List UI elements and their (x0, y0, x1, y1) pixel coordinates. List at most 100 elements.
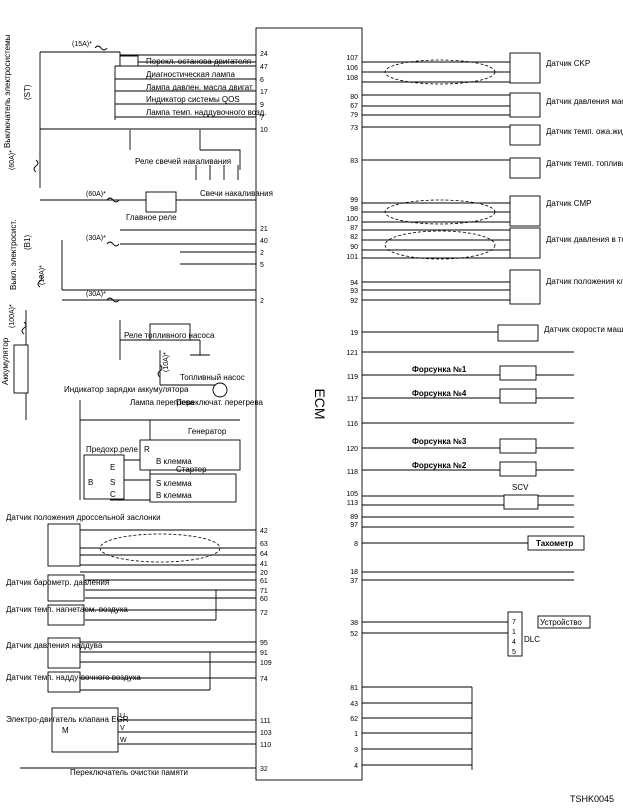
fuel-pump-motor-icon (212, 382, 228, 398)
ecm-right-pin: 62 (350, 716, 358, 723)
throttle-sensor-box (47, 523, 81, 567)
ecm-right-pin: 100 (346, 216, 358, 223)
ecm-left-pin: 2 (260, 250, 264, 257)
label-fuel-temp: Датчик темп. топлива (546, 159, 623, 168)
ecm-right-pin: 90 (350, 244, 358, 251)
ecm-left-pin: 47 (260, 64, 268, 71)
ecm-left-pin: 60 (260, 596, 268, 603)
label-fuel-relay: Реле топливного насоса (124, 331, 215, 340)
ecm-right-pin: 89 (350, 514, 358, 521)
ecm-right-pin: 73 (350, 125, 358, 132)
fuse-label-30a-2: (30A)* (86, 291, 106, 298)
ecm-left-pin: 41 (260, 561, 268, 568)
ecm-right-pin: 120 (346, 446, 358, 453)
dlc-pin-7: 7 (512, 619, 516, 626)
ecm-left-pin: 7 (260, 115, 264, 122)
egr-pos-sensor-box (509, 269, 541, 305)
inj2-coil (499, 461, 537, 477)
ecm-left-pin: 42 (260, 528, 268, 535)
label-baro-sensor: Датчик барометр. давления (6, 578, 109, 587)
ecm-right-pin: 93 (350, 288, 358, 295)
boost-press-sensor-box (47, 637, 81, 669)
label-battery: Аккумулятор (1, 337, 10, 385)
generator-box (139, 439, 241, 471)
ecm-right-pin: 83 (350, 158, 358, 165)
label-glow-relay: Реле свечей накаливания (135, 157, 231, 166)
ecm-right-pin: 116 (347, 421, 358, 428)
ckp-sensor-box (509, 52, 541, 84)
ecm-left-pin: 32 (260, 766, 268, 773)
ecm-box (255, 27, 363, 781)
ecm-left-pin: 91 (260, 650, 268, 657)
ecm-left-pin: 63 (260, 541, 268, 548)
ecm-left-pin: 24 (260, 51, 268, 58)
label-overheat-switch: Переключат. перегрева (176, 398, 264, 407)
ckp-shield (384, 59, 496, 85)
label-boost-temp-lamp: Лампа темп. наддувочного возд. (146, 108, 267, 117)
coolant-temp-sensor-box (509, 124, 541, 146)
ecm-right-pin: 8 (354, 541, 358, 548)
ecm-right-pin: 117 (347, 396, 358, 403)
ecm-right-pin: 3 (354, 747, 358, 754)
label-sr-c: C (110, 490, 116, 499)
label-ckp: Датчик CKP (546, 59, 590, 68)
ecm-right-pin: 118 (347, 469, 358, 476)
label-cmp: Датчик CMP (546, 199, 592, 208)
ecm-right-pin: 52 (350, 631, 358, 638)
safety-relay-box (83, 454, 125, 500)
inj3-coil (499, 438, 537, 454)
ecm-left-pin: 20 (260, 570, 268, 577)
label-intake-temp-sensor: Датчик темп. нагнетаем. воздуха (6, 605, 128, 614)
ecm-right-pin: 1 (354, 731, 358, 738)
ecm-left-pin: 17 (260, 89, 268, 96)
label-coolant-temp: Датчик темп. ожа.жидкости двигателя (546, 127, 623, 136)
ecm-left-pin: 64 (260, 551, 268, 558)
ecm-right-pin: 4 (354, 763, 358, 770)
fuse-60a-1 (33, 159, 39, 173)
label-qos-lamp: Индикатор системы QOS (146, 95, 240, 104)
egr-motor-box (51, 707, 119, 753)
ecm-right-pin: 108 (346, 75, 358, 82)
label-inj1: Форсунка №1 (412, 365, 467, 374)
ecm-left-pin: 109 (260, 660, 272, 667)
ecm-right-pin: 80 (350, 94, 358, 101)
label-throttle-sensor: Датчик положения дроссельной заслонки (6, 513, 161, 522)
ecm-left-pin: 2 (260, 298, 264, 305)
label-inj2: Форсунка №2 (412, 461, 467, 470)
ecm-right-pin: 107 (346, 55, 358, 62)
fuse-10a-1 (37, 274, 43, 288)
ecm-left-pin: 110 (260, 742, 271, 749)
ecm-left-pin: 72 (260, 610, 268, 617)
label-st-terminal: (ST) (23, 84, 32, 100)
label-device: Устройство (540, 618, 582, 627)
ecm-right-pin: 67 (350, 103, 358, 110)
label-egr-u: U (120, 713, 125, 720)
ecm-right-pin: 106 (346, 65, 358, 72)
fuse-15a (94, 45, 108, 51)
cmp-sensor-box (509, 195, 541, 227)
label-sr-s: S (110, 478, 115, 487)
ecm-left-pin: 95 (260, 640, 268, 647)
boost-temp-sensor-box (47, 671, 81, 693)
label-st-s: S клемма (156, 479, 192, 488)
fuse-label-30a-1: (30A)* (86, 235, 106, 242)
fuse-30a-2 (106, 297, 120, 303)
ecm-right-pin: 18 (350, 569, 358, 576)
ecm-right-pin: 98 (350, 206, 358, 213)
label-memory-clear: Переключатель очистки памяти (70, 768, 188, 777)
ecm-right-pin: 121 (346, 350, 358, 357)
fuse-label-10a-2: (10A)* (163, 352, 170, 372)
label-inj4: Форсунка №4 (412, 389, 467, 398)
label-main-relay: Главное реле (126, 213, 177, 222)
ecm-left-pins: 2447617971021402524263644120617160729591… (260, 51, 272, 773)
fuse-label-60a-2: (60A)* (86, 191, 106, 198)
ecm-left-pin: 103 (260, 730, 272, 737)
fuse-label-60a-1: (60A)* (9, 150, 16, 170)
ecm-left-pin: 21 (260, 226, 268, 233)
ecm-right-pin: 113 (347, 500, 358, 507)
dlc-connector (507, 611, 523, 657)
rail-press-sensor-box (509, 227, 541, 259)
label-egr-w: W (120, 737, 127, 744)
ecm-right-pin: 43 (350, 701, 358, 708)
